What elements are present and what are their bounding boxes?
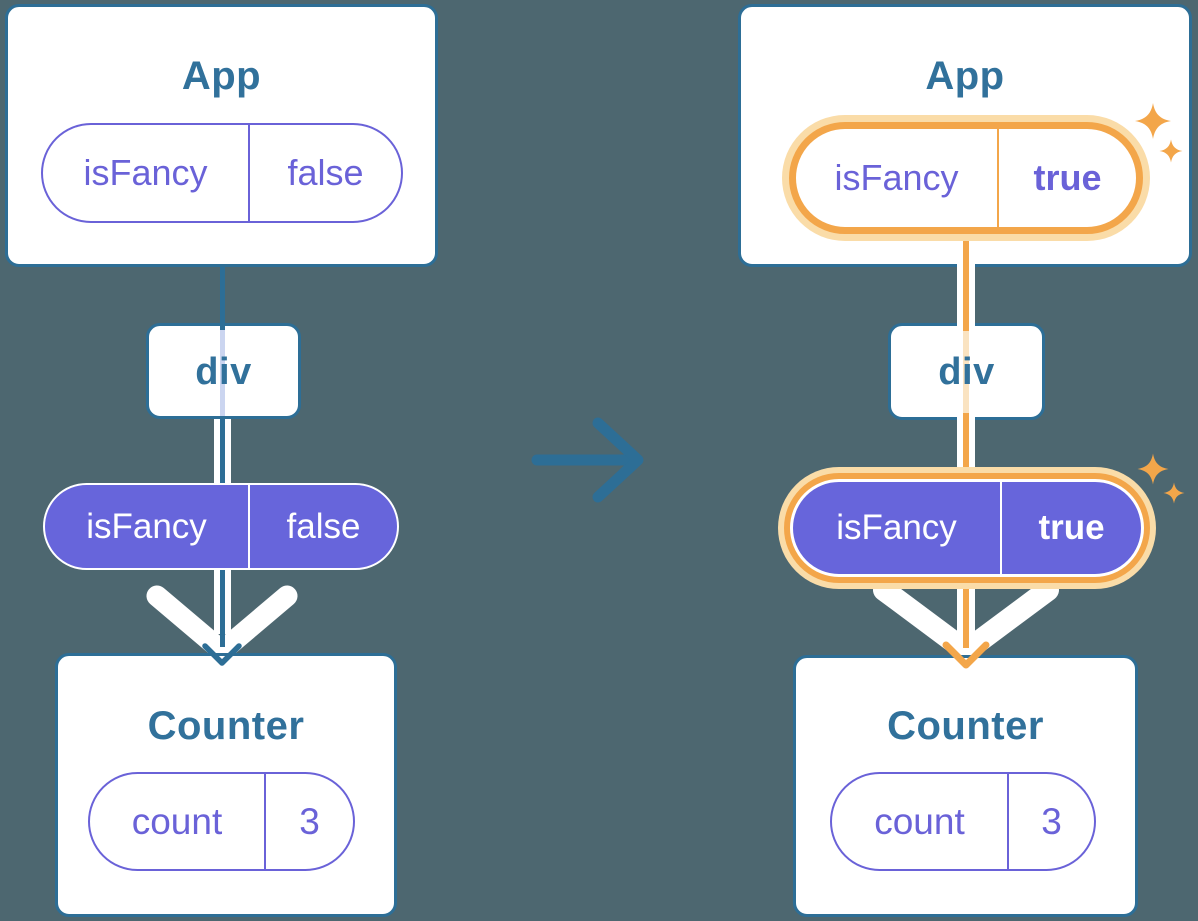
component-title: App [181, 54, 262, 98]
div-card-before: div [146, 323, 301, 419]
state-key: count [131, 800, 223, 842]
prop-flow-line-tail [219, 634, 225, 647]
counter-state-pill-after: count 3 [830, 772, 1096, 871]
component-title: div [938, 351, 995, 393]
counter-state-pill-before: count 3 [88, 772, 355, 871]
prop-value: false [248, 485, 397, 568]
app-state-pill-before: isFancy false [41, 123, 403, 223]
div-card-after: div [888, 323, 1045, 420]
prop-flow-line-tail [963, 636, 969, 648]
component-title: Counter [887, 704, 1044, 748]
prop-pill-after: isFancy true [790, 479, 1144, 577]
state-value: false [248, 125, 401, 221]
component-title: App [925, 54, 1005, 98]
prop-flow-line-highlighted [957, 580, 975, 636]
sparkle-icon [1163, 482, 1185, 504]
state-value: true [997, 129, 1136, 227]
state-value: 3 [1007, 774, 1094, 869]
sparkle-icon [1137, 453, 1169, 485]
prop-key: isFancy [86, 506, 207, 546]
prop-flow-line-highlighted [957, 239, 975, 331]
prop-key: isFancy [836, 508, 957, 547]
state-value: 3 [264, 774, 353, 869]
tree-edge-app-div [219, 264, 225, 330]
component-title: div [195, 351, 252, 393]
prop-flow-line-highlighted [957, 413, 975, 487]
transition-arrow-icon [531, 417, 644, 503]
state-key: isFancy [83, 152, 208, 193]
app-state-pill-after: isFancy true [789, 122, 1143, 234]
prop-pill-before: isFancy false [43, 483, 399, 570]
prop-thread-through-div [962, 326, 969, 417]
prop-flow-line [213, 568, 231, 634]
state-key: count [874, 800, 965, 842]
prop-thread-through-div [219, 326, 225, 416]
prop-flow-line [213, 419, 231, 487]
prop-value: true [1000, 482, 1141, 574]
state-key: isFancy [834, 157, 959, 198]
component-title: Counter [147, 704, 305, 748]
